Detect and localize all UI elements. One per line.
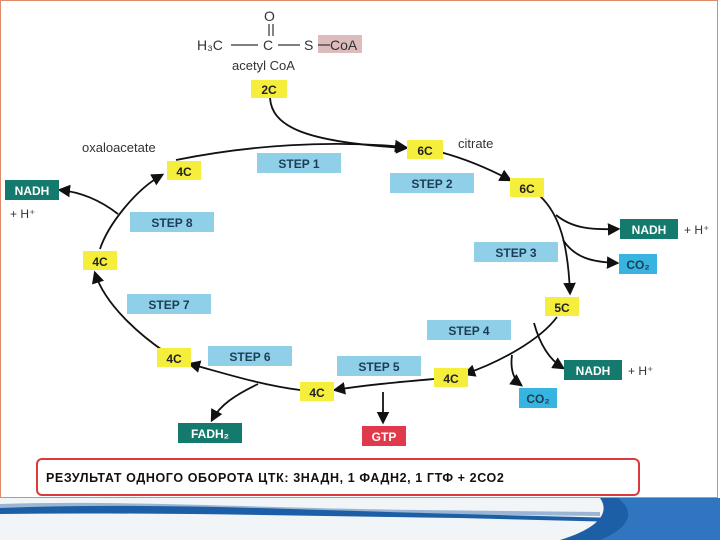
step-3-box: STEP 3	[474, 242, 558, 262]
acetyl-coa-name: acetyl CoA	[232, 58, 295, 73]
svg-text:4C: 4C	[166, 352, 182, 366]
svg-text:NADH: NADH	[576, 364, 611, 378]
carbon-box-citrate: 6C	[407, 140, 443, 159]
svg-text:NADH: NADH	[15, 184, 50, 198]
svg-text:+ H⁺: + H⁺	[628, 364, 653, 378]
carbon-box-malate: 4C	[83, 251, 117, 270]
step-1-box: STEP 1	[257, 153, 341, 173]
svg-text:GTP: GTP	[372, 430, 397, 444]
nadh-product-step8: NADH + H⁺	[5, 180, 59, 221]
methyl-group: H₃C	[197, 37, 223, 53]
nadh-product-step4: NADH + H⁺	[564, 360, 653, 380]
krebs-cycle-diagram: O H₃C C S CoA acetyl CoA oxaloacetate ci…	[5, 8, 709, 446]
svg-text:STEP 2: STEP 2	[411, 177, 452, 191]
coa-highlight	[318, 35, 362, 53]
svg-text:4C: 4C	[176, 165, 192, 179]
footer-decoration	[0, 498, 720, 540]
carbon-box-acetyl: 2C	[251, 80, 287, 98]
svg-text:+ H⁺: + H⁺	[684, 223, 709, 237]
step-4-box: STEP 4	[427, 320, 511, 340]
sulfur-atom: S	[304, 37, 313, 53]
slide-frame	[0, 0, 718, 498]
carbon-box-fumarate: 4C	[157, 348, 191, 367]
result-summary-box: РЕЗУЛЬТАТ ОДНОГО ОБОРОТА ЦТК: 3НАДН, 1 Ф…	[36, 458, 640, 496]
citrate-label: citrate	[458, 136, 493, 151]
svg-text:STEP 8: STEP 8	[151, 216, 192, 230]
svg-text:STEP 1: STEP 1	[278, 157, 319, 171]
svg-text:5C: 5C	[554, 301, 570, 315]
co2-product-step3: CO₂	[619, 254, 657, 274]
step-2-box: STEP 2	[390, 173, 474, 193]
svg-text:FADH₂: FADH₂	[191, 427, 229, 441]
carbon-box-ketoglutarate: 5C	[545, 297, 579, 316]
carbon-box-succinate: 4C	[300, 382, 334, 401]
step-5-box: STEP 5	[337, 356, 421, 376]
svg-text:4C: 4C	[92, 255, 108, 269]
acetyl-coa-structure: O H₃C C S CoA acetyl CoA	[197, 8, 362, 73]
svg-text:STEP 5: STEP 5	[358, 360, 399, 374]
svg-text:CO₂: CO₂	[626, 258, 649, 272]
nadh-product-step3: NADH + H⁺	[620, 219, 709, 239]
carbon-box-isocitrate: 6C	[510, 178, 544, 197]
svg-text:6C: 6C	[519, 182, 535, 196]
gtp-product: GTP	[362, 426, 406, 446]
step-8-box: STEP 8	[130, 212, 214, 232]
oxaloacetate-label: oxaloacetate	[82, 140, 156, 155]
svg-text:STEP 7: STEP 7	[148, 298, 189, 312]
svg-text:6C: 6C	[417, 144, 433, 158]
svg-text:STEP 6: STEP 6	[229, 350, 270, 364]
svg-text:+ H⁺: + H⁺	[10, 207, 35, 221]
fadh2-product: FADH₂	[178, 423, 242, 443]
step-7-box: STEP 7	[127, 294, 211, 314]
svg-text:4C: 4C	[309, 386, 325, 400]
svg-text:CO₂: CO₂	[526, 392, 549, 406]
svg-text:2C: 2C	[261, 83, 277, 97]
oxygen-atom: O	[264, 8, 275, 24]
result-summary-text: РЕЗУЛЬТАТ ОДНОГО ОБОРОТА ЦТК: 3НАДН, 1 Ф…	[46, 471, 505, 485]
step-6-box: STEP 6	[208, 346, 292, 366]
svg-text:STEP 3: STEP 3	[495, 246, 536, 260]
carbon-box-succinyl: 4C	[434, 368, 468, 387]
carbon-box-oxaloacetate: 4C	[167, 161, 201, 180]
svg-text:STEP 4: STEP 4	[448, 324, 489, 338]
carbon-atom: C	[263, 37, 273, 53]
cycle-arrows	[57, 97, 621, 425]
co2-product-step4: CO₂	[519, 388, 557, 408]
svg-text:4C: 4C	[443, 372, 459, 386]
svg-text:NADH: NADH	[632, 223, 667, 237]
coa-label: CoA	[330, 37, 358, 53]
